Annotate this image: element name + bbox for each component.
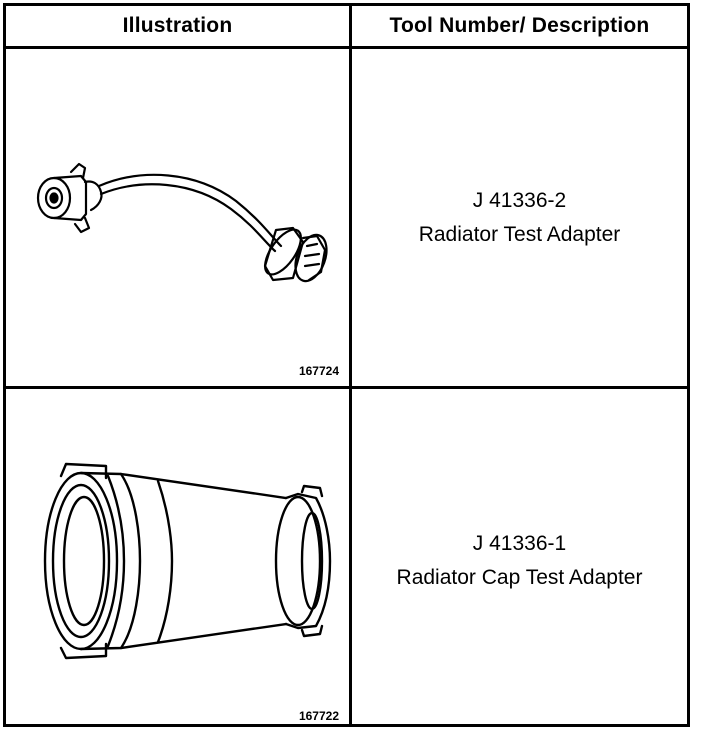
tool-table: Illustration Tool Number/ Description 16…	[3, 3, 690, 727]
radiator-cap-test-adapter-icon	[43, 462, 332, 660]
header-illustration: Illustration	[122, 14, 233, 37]
figure-number: 167722	[298, 709, 339, 723]
header-tool-description: Tool Number/ Description	[389, 14, 650, 37]
header-divider	[6, 46, 687, 49]
tool-description-cell-2: J 41336-1 Radiator Cap Test Adapter	[352, 527, 687, 595]
tool-description: Radiator Test Adapter	[418, 223, 621, 246]
tool-description-cell-1: J 41336-2 Radiator Test Adapter	[352, 184, 687, 252]
tool-description: Radiator Cap Test Adapter	[396, 566, 643, 589]
tool-number: J 41336-1	[472, 532, 567, 555]
column-divider	[349, 6, 352, 724]
radiator-test-adapter-icon	[36, 162, 328, 283]
figure-number: 167724	[298, 364, 339, 378]
row-divider	[6, 386, 687, 389]
tool-number: J 41336-2	[472, 189, 567, 212]
